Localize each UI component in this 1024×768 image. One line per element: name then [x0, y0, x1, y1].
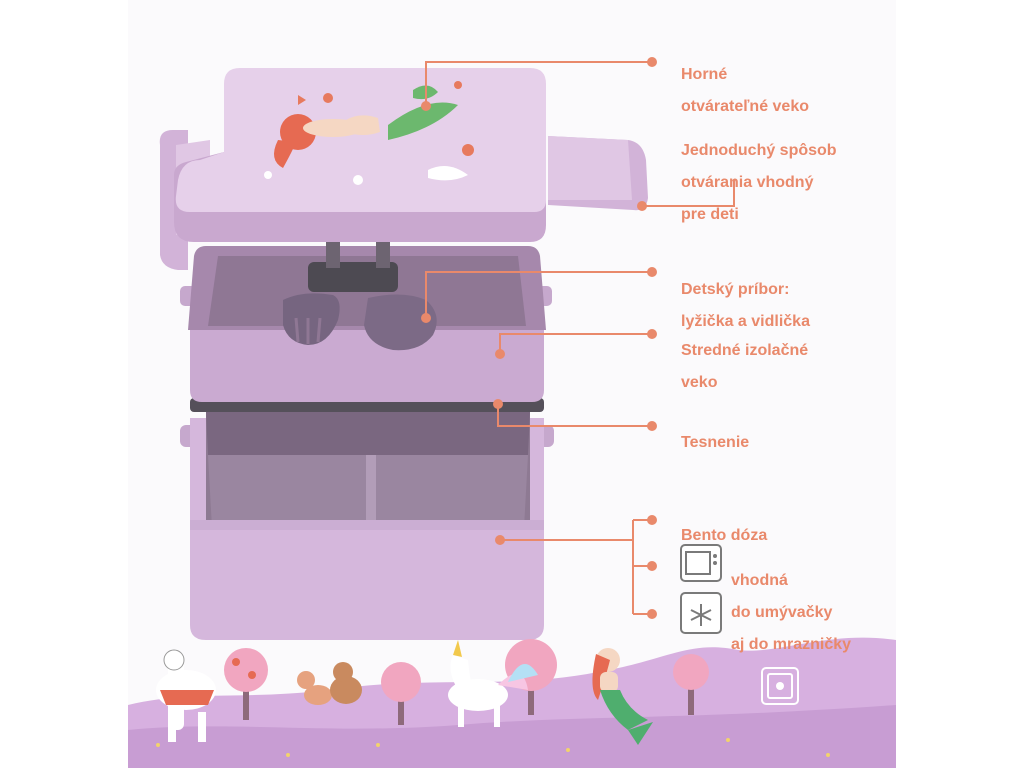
label-line: aj do mrazničky: [731, 636, 852, 653]
label-line: do umývačky: [731, 604, 833, 621]
llama-illustration: [156, 649, 216, 742]
cat-dog-illustration: [297, 662, 362, 705]
mermaid-illustration: [592, 648, 653, 745]
label-line: Jednoduchý spôsob: [681, 142, 837, 159]
label-opening: Jednoduchý spôsob otvárania vhodný pre d…: [681, 127, 837, 239]
label-line: Horné: [681, 66, 728, 83]
freezer-icon: [680, 592, 722, 634]
label-line: Tesnenie: [681, 434, 750, 451]
label-line: Bento dóza: [681, 527, 768, 544]
label-seal: Tesnenie: [681, 419, 749, 467]
callout-lines: [425, 61, 735, 615]
label-care: vhodná do umývačky aj do mrazničky: [731, 557, 851, 669]
microwave-icon: [680, 544, 722, 582]
middle-lid: [180, 240, 552, 402]
spoon: [364, 294, 437, 351]
label-line: veko: [681, 374, 718, 391]
dishwasher-icon: [761, 667, 799, 705]
label-bento: Bento dóza: [681, 512, 767, 560]
label-line: lyžička a vidlička: [681, 313, 810, 330]
star-decorations: [156, 738, 830, 757]
label-middle-lid: Stredné izolačné veko: [681, 327, 808, 407]
label-top-lid: Horné otvárateľné veko: [681, 51, 809, 131]
callout-dots: [421, 57, 657, 619]
label-line: pre deti: [681, 206, 739, 223]
unicorn-illustration: [448, 640, 538, 727]
product-diagram: Horné otvárateľné veko Jednoduchý spôsob…: [128, 0, 896, 768]
label-cutlery: Detský príbor: lyžička a vidlička: [681, 266, 810, 346]
ground-foreground: [128, 705, 896, 768]
label-line: otvárania vhodný: [681, 174, 814, 191]
top-lid: [159, 68, 648, 270]
bento-box: [180, 412, 554, 640]
lunchbox-illustration: [128, 57, 896, 768]
label-line: vhodná: [731, 572, 788, 589]
mermaid-print: [264, 81, 474, 185]
label-line: Stredné izolačné: [681, 342, 809, 359]
label-line: otvárateľné veko: [681, 98, 809, 115]
label-line: Detský príbor:: [681, 281, 790, 298]
